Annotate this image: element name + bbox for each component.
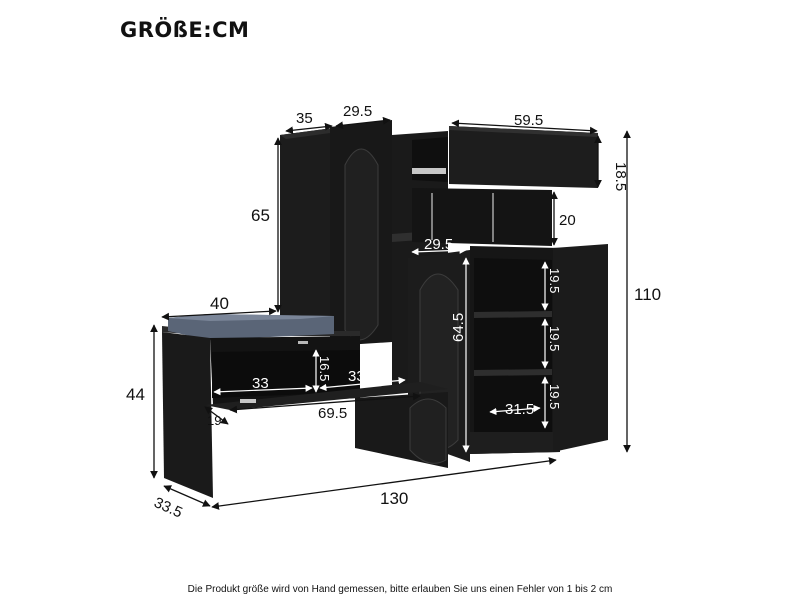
dim-right-shelf-1: 19.5 (547, 268, 562, 293)
dim-right-shelf-2: 19.5 (547, 326, 562, 351)
dim-bench-compartment-height: 16.5 (317, 356, 332, 381)
dim-bench-compartment-left: 33 (252, 375, 269, 392)
dim-bench-side-width: 19 (207, 413, 221, 428)
measurement-note: Die Produkt größe wird von Hand gemessen… (187, 584, 613, 595)
open-shelf-area (412, 188, 552, 246)
dim-open-shelf-height: 20 (559, 212, 576, 229)
right-door (553, 244, 608, 452)
right-lower-base (470, 432, 560, 454)
dim-right-shelf-depth: 31.5 (505, 401, 534, 418)
page-title: GRÖßE:CM (120, 18, 250, 42)
right-shelf-1 (474, 311, 552, 318)
upper-left-door-arch (344, 148, 379, 341)
dim-right-cabinet-height: 64.5 (450, 313, 467, 342)
top-drawer (449, 126, 598, 188)
dim-upper-left-door-width: 29.5 (343, 103, 372, 120)
dim-total-height: 110 (634, 285, 661, 304)
bench-handle (298, 341, 308, 344)
dim-right-shelf-3: 19.5 (547, 384, 562, 409)
dim-drawer-height: 18.5 (612, 162, 629, 191)
dim-total-depth: 33.5 (151, 494, 185, 521)
dim-bench-depth-top: 40 (210, 294, 229, 313)
furniture-body (162, 120, 608, 498)
dim-bench-compartment-right: 33 (348, 368, 365, 385)
bench-left-side (162, 332, 213, 498)
dim-bench-height: 44 (126, 385, 145, 404)
bench-slide-rail (240, 399, 256, 403)
upper-left-cabinet (280, 127, 340, 336)
dimension-lines (150, 116, 631, 510)
right-cabinet-interior (474, 258, 552, 435)
dim-bench-pullout-width: 69.5 (318, 405, 347, 422)
right-shelf-2 (474, 369, 552, 376)
dimension-labels: 35 29.5 65 59.5 18.5 20 110 29.5 64.5 19… (126, 103, 661, 522)
bench-lower-arch (409, 398, 447, 464)
dim-drawer-width: 59.5 (514, 112, 543, 129)
dim-total-width: 130 (380, 489, 408, 508)
middle-top-open (412, 137, 448, 182)
dim-middle-shelf-width: 29.5 (424, 236, 453, 253)
dim-upper-left-depth: 35 (296, 110, 313, 127)
middle-slide-rail (412, 168, 446, 174)
dim-upper-left-height: 65 (251, 206, 270, 225)
